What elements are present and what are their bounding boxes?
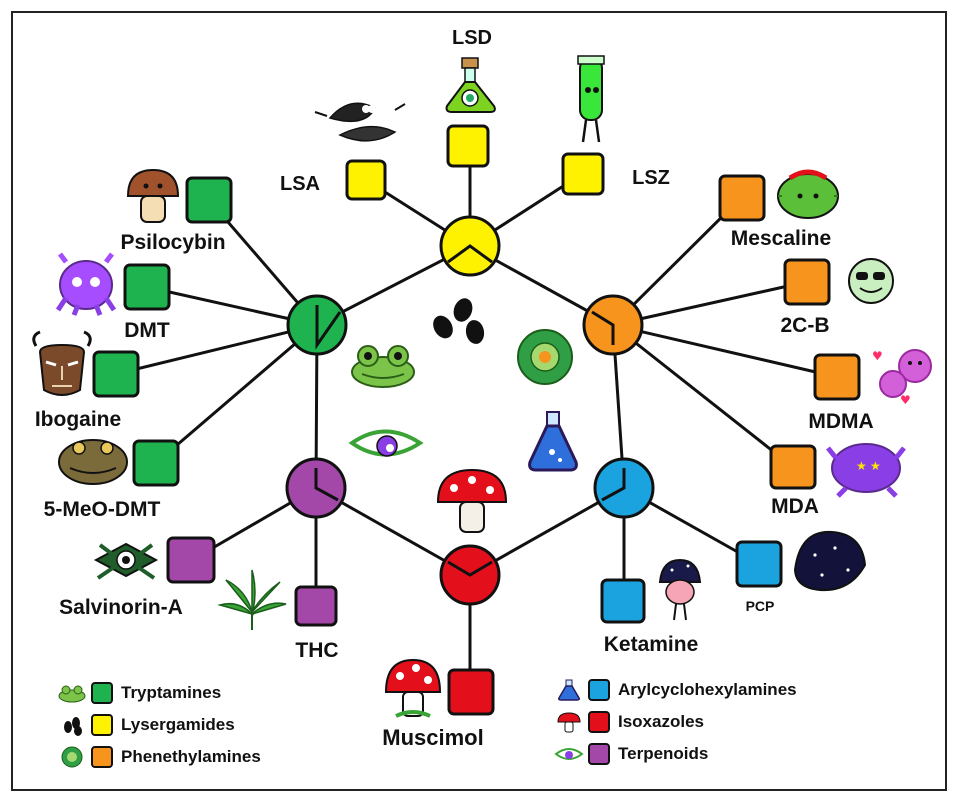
flask-icon — [558, 679, 580, 701]
square-2c-b — [783, 258, 831, 306]
diagram-frame — [11, 11, 947, 791]
mushroom-icon — [557, 712, 581, 733]
legend-item: Terpenoids — [554, 738, 797, 770]
square-dmt — [123, 263, 171, 311]
legend-item: Isoxazoles — [554, 706, 797, 738]
label-5-meo-dmt: 5-MeO-DMT — [44, 498, 161, 521]
label-salvinorin-a: Salvinorin-A — [59, 596, 183, 619]
label-thc: THC — [295, 639, 338, 662]
legend-swatch — [91, 714, 113, 736]
svg-text:★: ★ — [870, 459, 881, 473]
cactus-flower-center-icon — [517, 329, 573, 385]
salvia-eye-icon — [93, 542, 159, 580]
tribal-mask-icon — [32, 330, 92, 396]
legend-swatch — [588, 743, 610, 765]
svg-text:♥: ♥ — [900, 393, 911, 407]
legend-swatch — [91, 746, 113, 768]
square-mescaline — [718, 174, 766, 222]
label-2c-b: 2C-B — [780, 314, 829, 337]
legend-label: Lysergamides — [121, 715, 235, 734]
label-psilocybin: Psilocybin — [120, 231, 225, 254]
eye-center-icon — [348, 429, 424, 457]
legend-right: Arylcyclohexylamines Isoxazoles Terpenoi… — [554, 674, 797, 770]
square-mda — [769, 444, 817, 490]
svg-text:♥: ♥ — [872, 349, 883, 363]
square-5-meo-dmt — [132, 439, 180, 487]
legend-swatch — [91, 682, 113, 704]
legend-swatch — [588, 711, 610, 733]
test-tube-icon — [577, 55, 605, 143]
square-lsd — [446, 124, 490, 168]
square-ketamine — [600, 578, 646, 624]
square-thc — [294, 585, 338, 627]
purple-alien-icon — [55, 252, 117, 316]
frog-center-icon — [351, 345, 415, 388]
label-lsa: LSA — [280, 173, 320, 195]
galaxy-head-character-icon — [658, 558, 702, 621]
toad-icon — [58, 439, 128, 485]
galaxy-blob-icon — [793, 530, 867, 592]
label-muscimol: Muscimol — [382, 725, 483, 750]
cannabis-leaf-icon — [217, 569, 287, 630]
legend-item: Arylcyclohexylamines — [554, 674, 797, 706]
label-lsz: LSZ — [632, 167, 670, 189]
label-lsd: LSD — [452, 27, 492, 49]
legend-item: Phenethylamines — [57, 741, 261, 773]
brown-mushroom-icon — [126, 168, 180, 223]
purple-creature-icon: ★ ★ — [826, 443, 906, 498]
legend-label: Phenethylamines — [121, 747, 261, 766]
cactus-flower-icon — [61, 746, 83, 768]
legend-label: Tryptamines — [121, 683, 222, 702]
svg-text:★: ★ — [856, 459, 867, 473]
legend-swatch — [588, 679, 610, 701]
seeds-characters-icon — [314, 102, 406, 142]
square-ibogaine — [92, 350, 140, 398]
legend-item: Tryptamines — [57, 677, 261, 709]
legend-label: Isoxazoles — [618, 712, 704, 731]
seeds-icon — [64, 717, 82, 736]
label-mdma: MDMA — [808, 410, 873, 433]
pink-blob-hearts-icon: ♥ ♥ — [872, 349, 932, 407]
square-mdma — [813, 353, 861, 401]
seeds-center-icon — [433, 298, 485, 344]
square-salvinorin-a — [166, 536, 216, 584]
legend-item: Lysergamides — [57, 709, 261, 741]
square-muscimol — [447, 668, 495, 716]
label-dmt: DMT — [124, 319, 170, 342]
label-mda: MDA — [771, 495, 819, 518]
flask-eye-icon — [445, 57, 496, 113]
legend-label: Arylcyclohexylamines — [618, 680, 797, 699]
label-pcp: PCP — [746, 598, 775, 614]
frog-icon — [58, 685, 86, 703]
flask-center-icon — [528, 411, 578, 472]
legend-left: Tryptamines Lysergamides Phenethylamines — [57, 677, 261, 773]
square-lsa — [345, 159, 387, 201]
square-pcp — [735, 540, 783, 588]
cool-face-icon — [848, 258, 894, 304]
cactus-icon — [777, 169, 839, 219]
legend-label: Terpenoids — [618, 744, 709, 763]
label-mescaline: Mescaline — [731, 227, 831, 250]
eye-icon — [554, 748, 584, 760]
label-ibogaine: Ibogaine — [35, 408, 121, 431]
red-mushroom-icon — [384, 658, 442, 718]
square-lsz — [561, 152, 605, 196]
mushroom-center-icon — [436, 468, 508, 533]
square-psilocybin — [185, 176, 233, 224]
label-ketamine: Ketamine — [604, 633, 699, 656]
